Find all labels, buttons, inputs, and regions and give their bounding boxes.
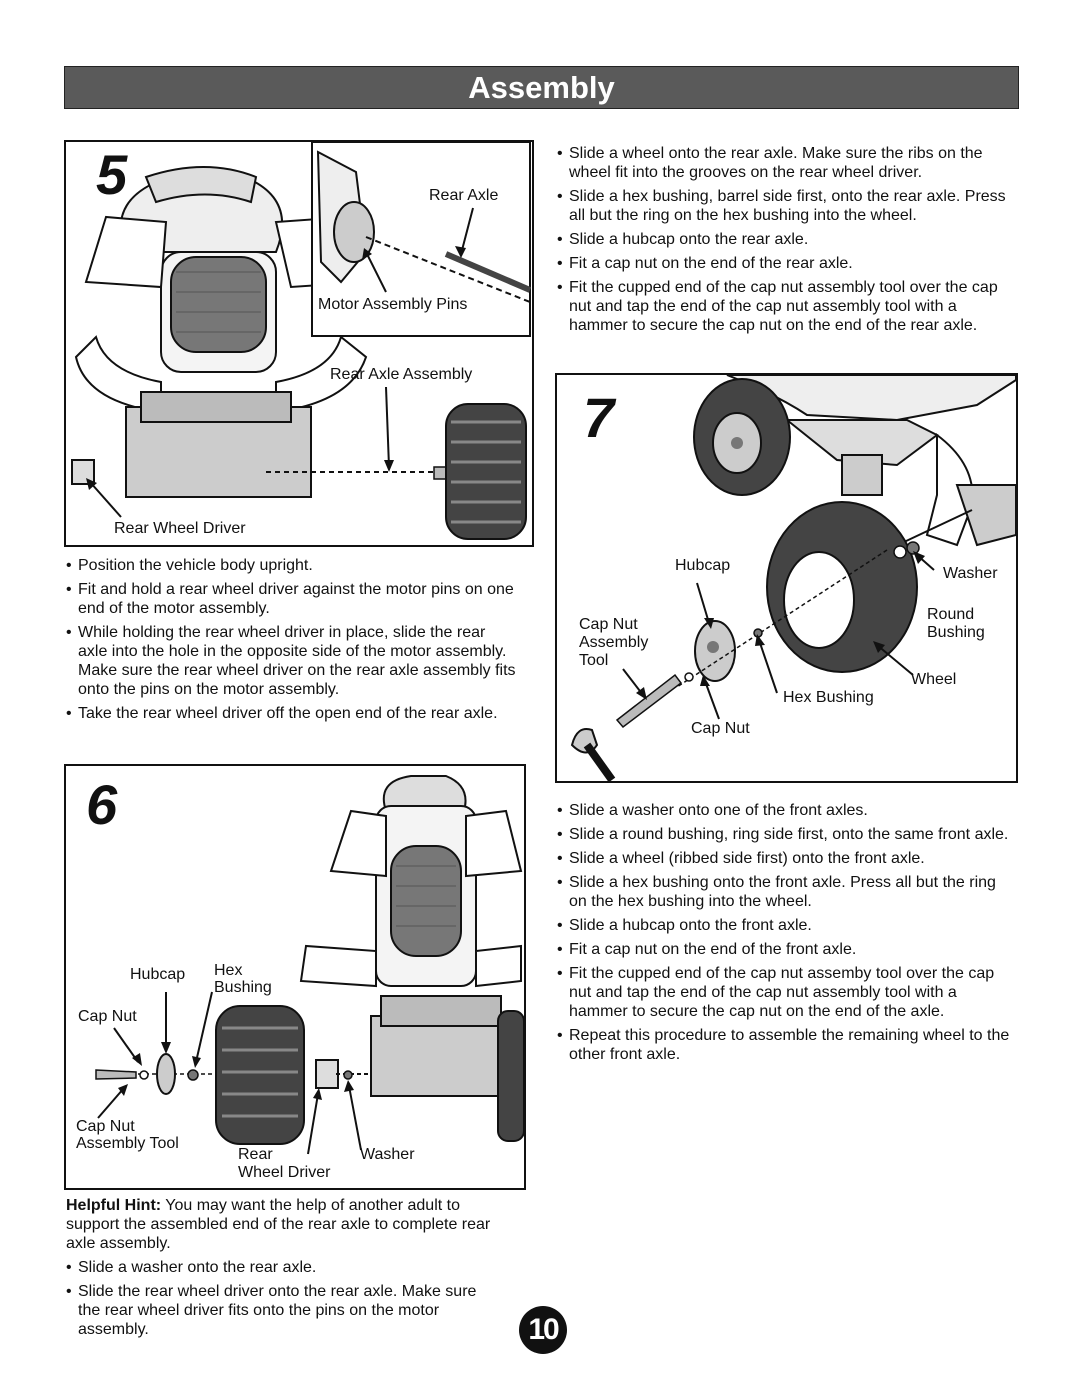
list-item: Fit a cap nut on the end of the front ax… xyxy=(557,940,1017,959)
section-header: Assembly xyxy=(64,66,1019,109)
list-item: Fit the cupped end of the cap nut assemb… xyxy=(557,964,1017,1021)
step7-instructions: Slide a washer onto one of the front axl… xyxy=(557,801,1017,1069)
step7-figure: 7 Hubcap Washer Round Bushing Cap Nut As… xyxy=(555,373,1018,783)
label-rear-axle: Rear Axle xyxy=(429,187,499,204)
list-item: Slide a hex bushing, barrel side first, … xyxy=(557,187,1017,225)
label-cap-nut-tool-line2: Assembly Tool xyxy=(76,1135,179,1152)
list-item: While holding the rear wheel driver in p… xyxy=(66,623,516,699)
label-bushing: Bushing xyxy=(927,624,985,641)
list-item: Fit and hold a rear wheel driver against… xyxy=(66,580,516,618)
list-item: Slide a wheel onto the rear axle. Make s… xyxy=(557,144,1017,182)
list-item: Slide a washer onto one of the front axl… xyxy=(557,801,1017,820)
label-rear: Rear xyxy=(238,1146,273,1163)
step6-number: 6 xyxy=(86,773,118,836)
step7-illustration xyxy=(570,375,1016,781)
hint-label: Helpful Hint: xyxy=(66,1197,162,1214)
label-hex-bushing: Hex Bushing xyxy=(783,689,874,706)
step5-figure: 5 Rear Axle Motor Assembly Pins Rear Axl… xyxy=(64,140,534,547)
step6-illustration xyxy=(95,775,524,1155)
label-wheel-driver: Wheel Driver xyxy=(238,1164,331,1181)
label-cap-nut-tool-line1: Cap Nut xyxy=(76,1118,135,1135)
rear-wheel-instructions: Slide a wheel onto the rear axle. Make s… xyxy=(557,144,1017,340)
label-cap-nut-tool-line1: Cap Nut xyxy=(579,616,638,633)
list-item: Slide a washer onto the rear axle. xyxy=(66,1258,496,1277)
label-cap-nut: Cap Nut xyxy=(691,720,750,737)
list-item: Slide a hubcap onto the rear axle. xyxy=(557,230,1017,249)
list-item: Slide a round bushing, ring side first, … xyxy=(557,825,1017,844)
helpful-hint: Helpful Hint: You may want the help of a… xyxy=(66,1196,516,1253)
list-item: Fit the cupped end of the cap nut assemb… xyxy=(557,278,1017,335)
label-rear-axle-assembly: Rear Axle Assembly xyxy=(330,366,473,383)
list-item: Repeat this procedure to assemble the re… xyxy=(557,1026,1017,1064)
hint-text: You may want the help of another adult t… xyxy=(66,1197,491,1252)
page-number: 10 xyxy=(519,1306,567,1354)
step5-instructions: Position the vehicle body upright. Fit a… xyxy=(66,556,516,728)
list-item: Slide a hubcap onto the front axle. xyxy=(557,916,1017,935)
list-item: Take the rear wheel driver off the open … xyxy=(66,704,516,723)
step5-number: 5 xyxy=(96,143,128,206)
list-item: Slide a hex bushing onto the front axle.… xyxy=(557,873,1017,911)
list-item: Fit a cap nut on the end of the rear axl… xyxy=(557,254,1017,273)
list-item: Slide a wheel (ribbed side first) onto t… xyxy=(557,849,1017,868)
step6-instructions: Slide a washer onto the rear axle. Slide… xyxy=(66,1258,496,1344)
label-hubcap: Hubcap xyxy=(675,557,731,574)
step5-illustration xyxy=(71,142,532,540)
label-hex: Hex xyxy=(214,962,243,979)
step7-number: 7 xyxy=(583,386,615,449)
label-cap-nut-tool-line2: Assembly xyxy=(579,634,649,651)
list-item: Position the vehicle body upright. xyxy=(66,556,516,575)
label-cap-nut-tool-line3: Tool xyxy=(579,652,609,669)
label-washer: Washer xyxy=(360,1146,415,1163)
label-round: Round xyxy=(927,606,975,623)
label-cap-nut: Cap Nut xyxy=(78,1008,137,1025)
label-bushing: Bushing xyxy=(214,979,272,996)
step6-figure: 6 Hubcap Hex Bushing Cap Nut Cap Nut Ass… xyxy=(64,764,526,1190)
label-rear-wheel-driver: Rear Wheel Driver xyxy=(114,520,246,537)
list-item: Slide the rear wheel driver onto the rea… xyxy=(66,1282,496,1339)
label-hubcap: Hubcap xyxy=(130,966,186,983)
label-washer: Washer xyxy=(943,565,998,582)
label-wheel: Wheel xyxy=(911,671,957,688)
label-motor-assembly-pins: Motor Assembly Pins xyxy=(318,296,468,313)
